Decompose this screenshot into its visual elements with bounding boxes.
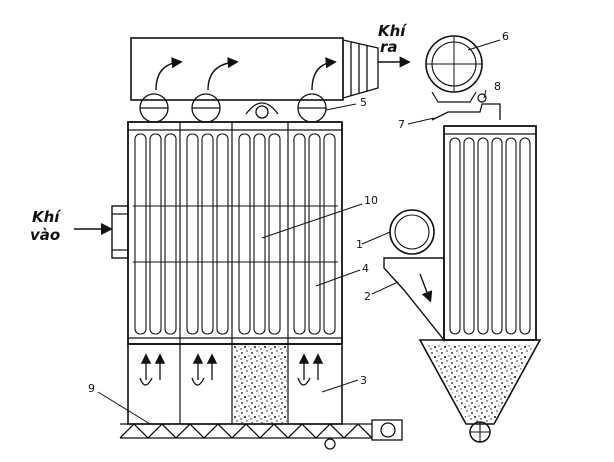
gas-out-label-2: ra	[380, 38, 398, 56]
callout-7: 7	[398, 118, 405, 131]
side-inlet	[389, 209, 435, 255]
callout-2: 2	[364, 290, 371, 303]
leader-lines	[97, 39, 501, 425]
callout-1: 1	[356, 238, 363, 251]
valves	[139, 93, 327, 123]
gas-in-label-2: vào	[30, 226, 60, 244]
callout-4: 4	[362, 262, 369, 275]
dust-fill-front	[233, 346, 287, 423]
front-view	[74, 37, 411, 450]
callout-6: 6	[502, 30, 509, 43]
hopper-arrows	[139, 353, 324, 386]
callout-10: 10	[364, 194, 378, 207]
gas-in-label-1: Khí	[32, 208, 62, 226]
filter-housing	[127, 121, 343, 345]
dust-fill-side	[426, 344, 534, 422]
callout-5: 5	[360, 96, 367, 109]
outlet-nozzle	[342, 39, 379, 99]
side-hopper	[418, 339, 542, 425]
filter-bags-front	[133, 133, 338, 335]
callout-8: 8	[494, 80, 501, 93]
screw-conveyor	[119, 419, 403, 450]
exit-arrows	[155, 57, 337, 91]
gas-out-label-1: Khí	[378, 22, 408, 40]
callout-3: 3	[360, 374, 367, 387]
side-view	[383, 35, 542, 443]
filter-bags-side	[449, 137, 531, 335]
side-housing	[443, 125, 537, 341]
callout-9: 9	[88, 382, 95, 395]
